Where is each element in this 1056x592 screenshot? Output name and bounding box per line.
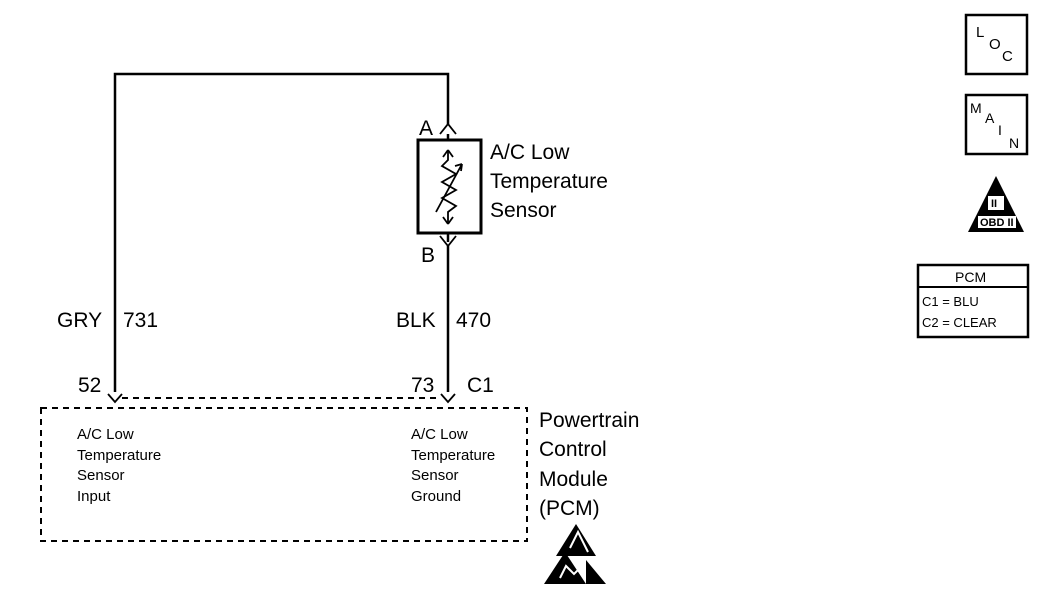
- left-pin-number: 52: [78, 374, 101, 397]
- left-function-label: A/C Low Temperature Sensor Input: [77, 426, 161, 505]
- svg-text:Module: Module: [539, 468, 608, 491]
- svg-text:A: A: [985, 110, 995, 126]
- svg-text:M: M: [970, 100, 982, 116]
- svg-text:Input: Input: [77, 488, 111, 505]
- sensor-name-line-1: A/C Low: [490, 141, 570, 164]
- svg-text:A/C Low: A/C Low: [411, 426, 468, 443]
- connector-a-chevron: [439, 122, 457, 135]
- right-function-label: A/C Low Temperature Sensor Ground: [411, 426, 495, 505]
- pcm-module-box: [40, 407, 528, 542]
- svg-text:O: O: [989, 36, 1001, 53]
- pin-52-chevron: [107, 393, 123, 404]
- pcm-table-row-2: C2 = CLEAR: [922, 315, 997, 330]
- connector-c1-label: C1: [467, 374, 494, 397]
- svg-text:Ground: Ground: [411, 488, 461, 505]
- svg-text:Temperature: Temperature: [77, 447, 161, 464]
- svg-text:C: C: [1002, 48, 1013, 65]
- right-wire-color: BLK: [396, 309, 436, 332]
- pcm-table-title: PCM: [955, 269, 986, 285]
- sensor-name-line-2: Temperature: [490, 170, 608, 193]
- location-badge: L O C: [964, 13, 1029, 76]
- electrostatic-discharge-icon: [544, 524, 606, 584]
- sensor-pin-b-label: B: [421, 244, 435, 267]
- svg-text:II: II: [991, 198, 997, 210]
- main-badge: M A I N: [964, 93, 1029, 156]
- left-wire-circuit: 731: [123, 309, 158, 332]
- right-pin-number: 73: [411, 374, 434, 397]
- pcm-table-row-1: C1 = BLU: [922, 294, 979, 309]
- svg-text:Control: Control: [539, 438, 607, 461]
- svg-text:N: N: [1009, 135, 1019, 151]
- right-wire-circuit: 470: [456, 309, 491, 332]
- pin-73-chevron: [440, 393, 456, 404]
- svg-text:Sensor: Sensor: [77, 467, 125, 484]
- svg-text:(PCM): (PCM): [539, 497, 600, 520]
- sensor-body: [416, 134, 483, 235]
- svg-text:OBD II: OBD II: [980, 217, 1014, 229]
- svg-text:Temperature: Temperature: [411, 447, 495, 464]
- svg-text:I: I: [998, 122, 1002, 138]
- pcm-module-name: Powertrain Control Module (PCM): [539, 409, 639, 520]
- svg-text:Sensor: Sensor: [411, 467, 459, 484]
- pcm-connector-table: PCM C1 = BLU C2 = CLEAR: [916, 263, 1030, 339]
- svg-text:L: L: [976, 24, 984, 41]
- svg-text:A/C Low: A/C Low: [77, 426, 134, 443]
- obd-ii-warning-icon: II OBD II: [968, 176, 1024, 232]
- svg-text:Powertrain: Powertrain: [539, 409, 639, 432]
- sensor-name-line-3: Sensor: [490, 199, 557, 222]
- sensor-pin-a-label: A: [419, 117, 433, 140]
- left-wire-color: GRY: [57, 309, 102, 332]
- wire-top-loop: [113, 72, 450, 392]
